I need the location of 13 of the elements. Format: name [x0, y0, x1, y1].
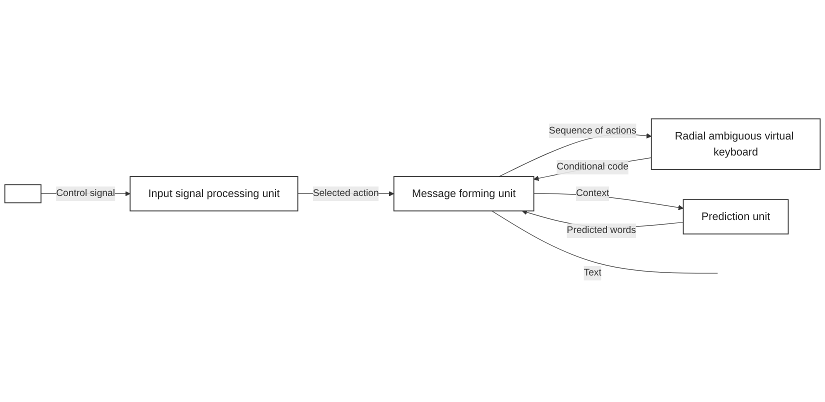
- edge-label: Sequence of actions: [548, 126, 636, 136]
- node-box: Input signal processing unit: [130, 176, 298, 212]
- edge-label: Conditional code: [556, 162, 629, 173]
- edge-label: Text: [584, 268, 602, 278]
- node-box: Message forming unit: [393, 176, 534, 212]
- edge-label: Selected action: [312, 188, 379, 200]
- edge-label: Context: [576, 188, 610, 200]
- node-box: [4, 184, 42, 204]
- edge-label: Predicted words: [566, 226, 636, 236]
- node-box: Radial ambiguous virtual keyboard: [650, 118, 821, 170]
- arrow: [498, 134, 652, 178]
- edge-label: Control signal: [56, 188, 116, 200]
- node-box: Prediction unit: [682, 200, 789, 235]
